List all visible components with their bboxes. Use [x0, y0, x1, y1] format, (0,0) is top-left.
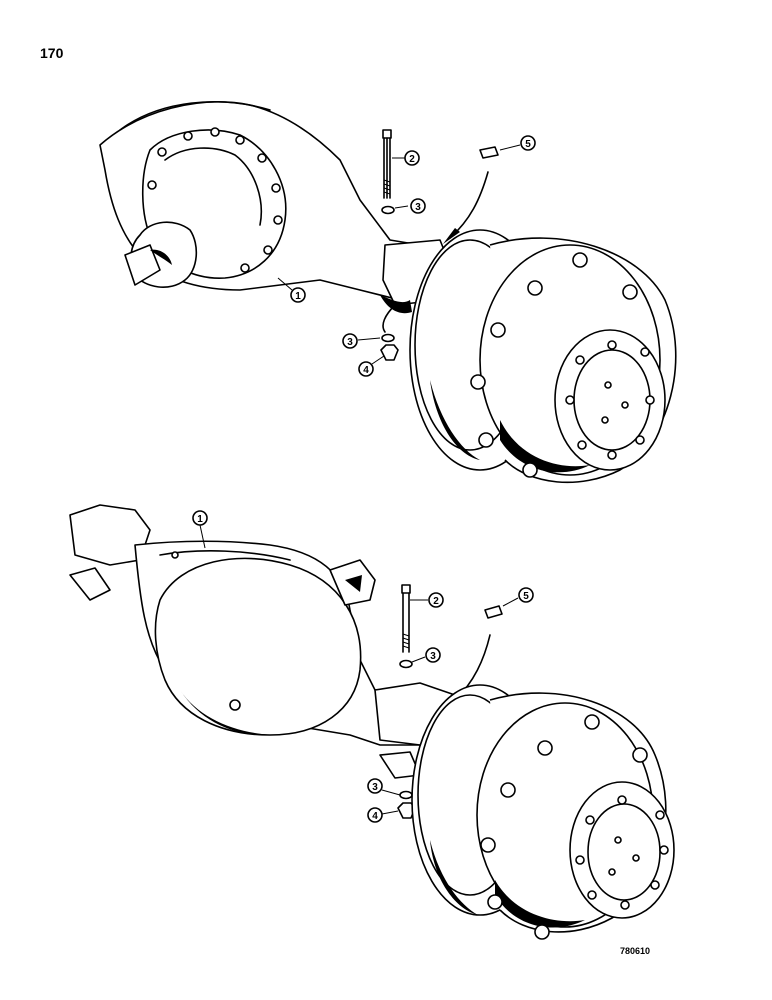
- lower-differential-bowl: [154, 557, 362, 736]
- upper-u-bolt: [382, 129, 392, 199]
- upper-callout-1: 1: [277, 277, 306, 303]
- callout-label: 3: [347, 337, 353, 348]
- upper-callout-3a: 3: [394, 198, 426, 214]
- page-number: 170: [40, 45, 64, 61]
- lower-callout-3a: 3: [411, 647, 441, 663]
- callout-label: 3: [372, 782, 378, 793]
- upper-axle-assembly: 1 2 3 3 4: [99, 101, 677, 484]
- upper-callout-5: 5: [499, 135, 536, 151]
- callout-label: 4: [372, 811, 378, 822]
- lower-callout-4: 4: [367, 807, 399, 823]
- callout-label: 4: [363, 365, 369, 376]
- reference-code: 780610: [620, 946, 651, 956]
- upper-wheel-hub: [409, 229, 677, 484]
- upper-callout-3b: 3: [342, 333, 381, 349]
- upper-callout-4: 4: [358, 355, 385, 377]
- callout-label: 1: [295, 291, 301, 302]
- upper-washer-bottom: [381, 333, 395, 343]
- callout-label: 5: [525, 139, 531, 150]
- upper-cover-bolts: [147, 127, 283, 273]
- lower-axle-assembly: 1 2 3 3 4: [69, 504, 675, 940]
- upper-washer-top: [381, 205, 395, 215]
- lower-wheel-hub: [411, 684, 675, 933]
- lower-key: [484, 605, 503, 619]
- upper-arrow: [449, 171, 489, 239]
- lower-washer-bottom: [399, 790, 413, 800]
- callout-label: 5: [523, 591, 529, 602]
- callout-label: 1: [197, 514, 203, 525]
- lower-washer-top: [399, 659, 413, 669]
- callout-label: 2: [409, 154, 415, 165]
- lower-hub-bolts: [480, 714, 669, 940]
- callout-label: 2: [433, 596, 439, 607]
- upper-nut: [380, 344, 399, 361]
- upper-key: [479, 146, 499, 159]
- upper-callout-2: 2: [392, 150, 420, 166]
- lower-callout-5: 5: [502, 587, 534, 607]
- lower-u-bolt: [401, 584, 411, 653]
- callout-label: 3: [415, 202, 421, 213]
- lower-callout-1: 1: [192, 510, 208, 549]
- upper-hub-bolts: [470, 252, 655, 478]
- lower-callout-3b: 3: [367, 778, 401, 796]
- lower-callout-2: 2: [410, 592, 444, 608]
- callout-label: 3: [430, 651, 436, 662]
